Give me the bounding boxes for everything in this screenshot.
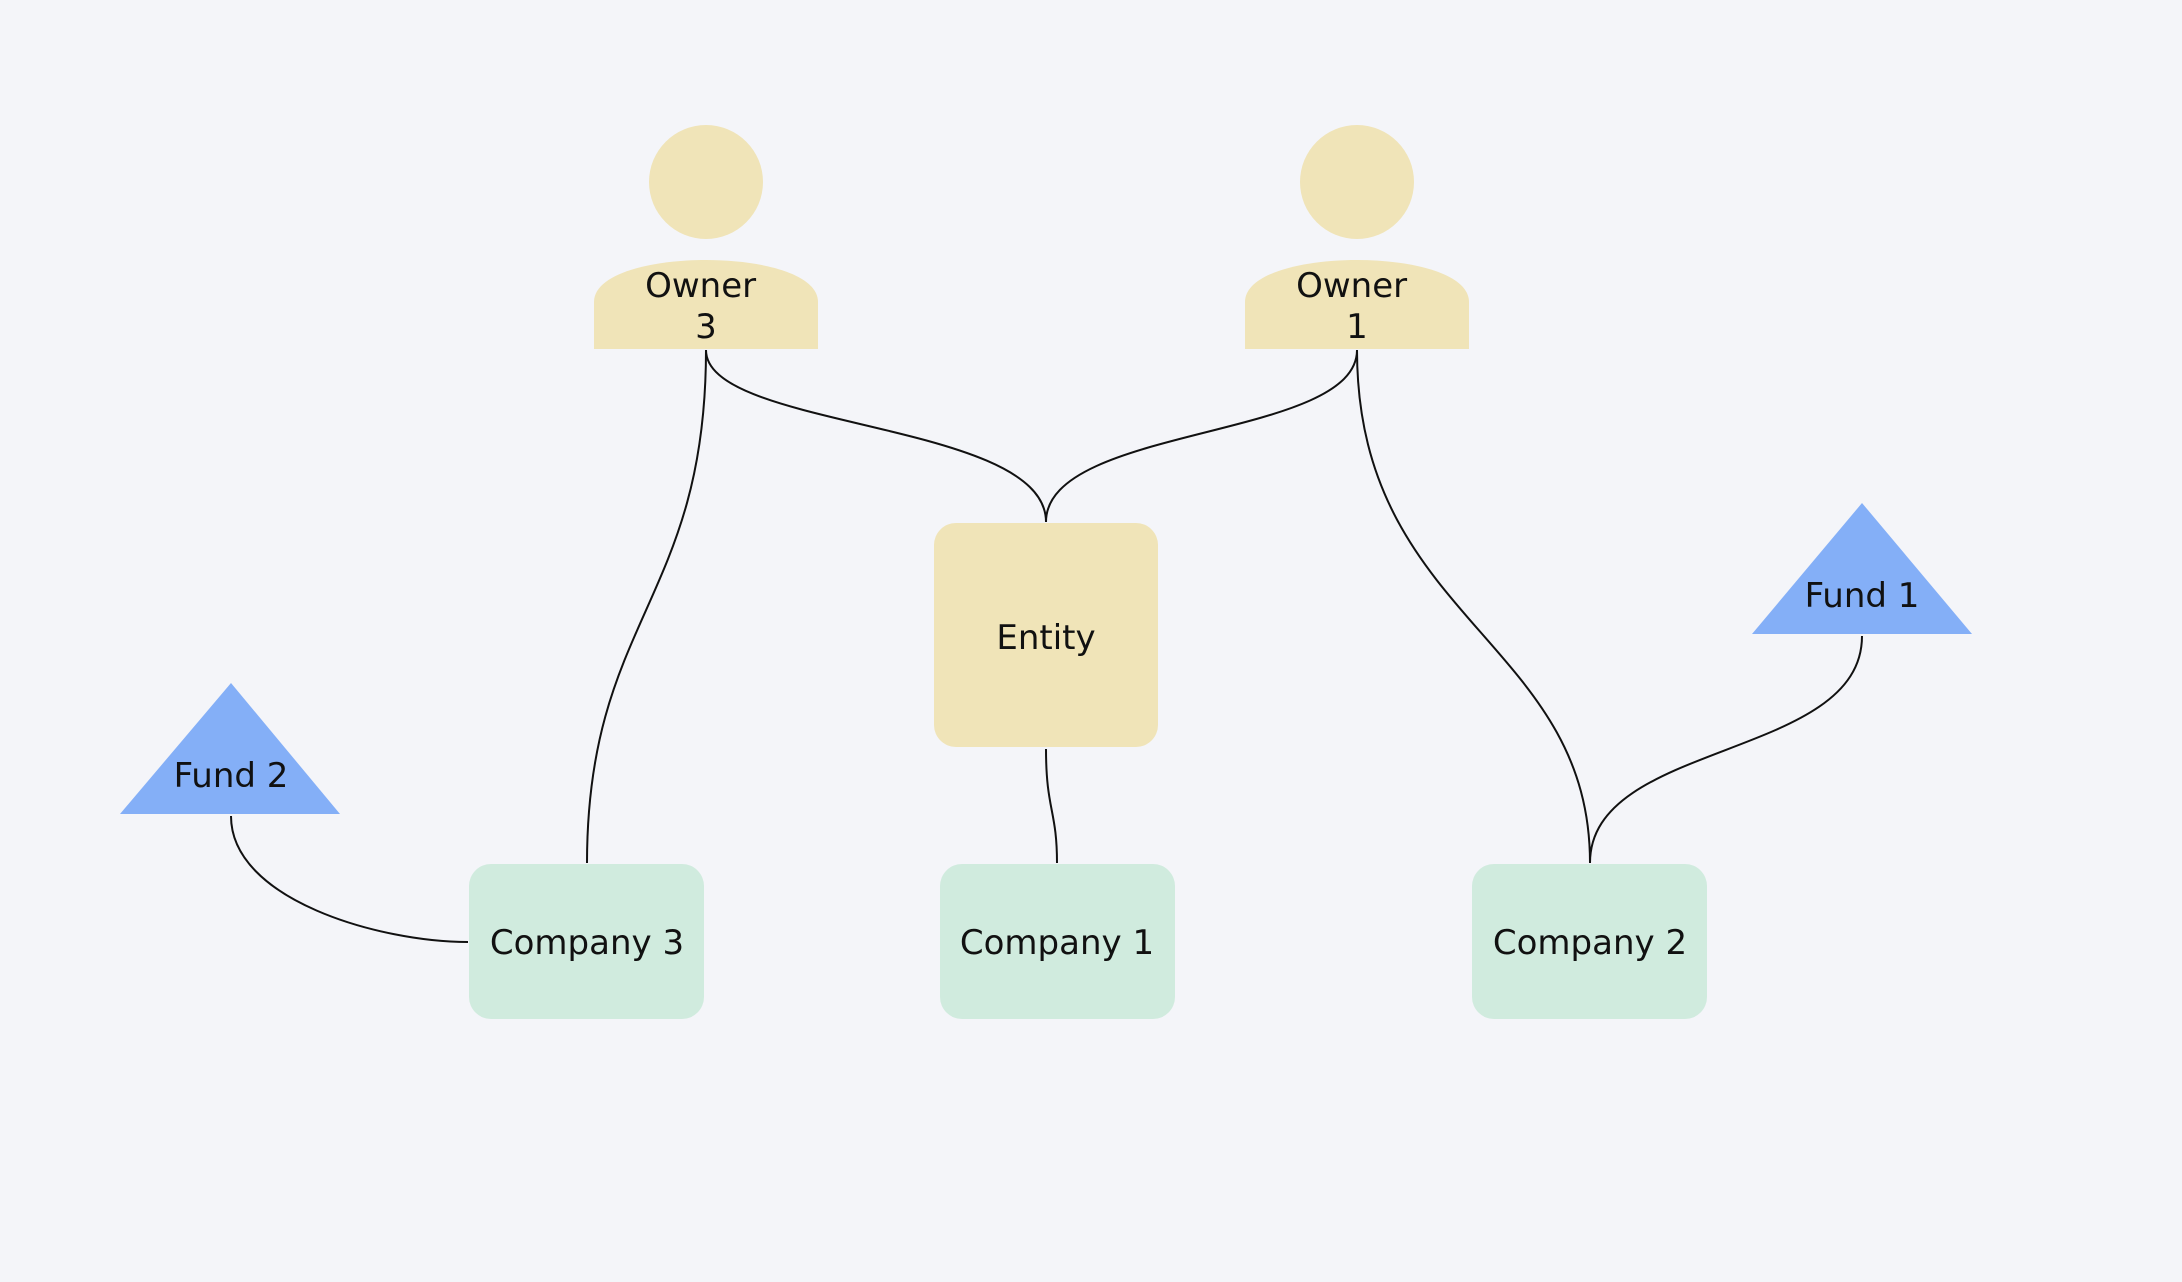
company-3-box [469, 864, 704, 1019]
edge-owner-1-to-entity[interactable] [1045, 349, 1358, 523]
owner-1-label: Owner 1 [1296, 266, 1418, 347]
person-head-icon [1300, 125, 1414, 239]
edge-owner-3-to-entity[interactable] [705, 349, 1047, 523]
owner-1-label-line2: 1 [1346, 307, 1368, 347]
owner-1-node[interactable]: Owner 1 [1245, 125, 1469, 349]
fund-2-label: Fund 2 [174, 756, 289, 796]
fund-2-node[interactable]: Fund 2 [120, 683, 340, 814]
owner-3-node[interactable]: Owner 3 [594, 125, 818, 349]
person-body-icon [594, 260, 818, 349]
company-1-box [940, 864, 1175, 1019]
owner-3-label: Owner 3 [645, 266, 767, 347]
connectors [230, 349, 1863, 943]
edge-fund-2-to-company-3[interactable] [230, 815, 469, 943]
entity-node[interactable]: Entity [934, 523, 1158, 747]
edge-owner-3-to-company-3[interactable] [586, 349, 707, 864]
company-1-label: Company 1 [960, 923, 1154, 963]
owner-3-label-line2: 3 [695, 307, 717, 347]
company-2-box [1472, 864, 1707, 1019]
entity-box [934, 523, 1158, 747]
entity-label: Entity [996, 618, 1095, 658]
person-head-icon [649, 125, 763, 239]
triangle-icon [120, 683, 340, 814]
edge-fund-1-to-company-2[interactable] [1589, 635, 1863, 864]
fund-1-label: Fund 1 [1805, 576, 1920, 616]
edge-owner-1-to-company-2[interactable] [1356, 349, 1591, 864]
company-3-label: Company 3 [490, 923, 684, 963]
company-1-node[interactable]: Company 1 [940, 864, 1175, 1019]
company-3-node[interactable]: Company 3 [469, 864, 704, 1019]
fund-1-node[interactable]: Fund 1 [1752, 503, 1972, 634]
company-2-label: Company 2 [1493, 923, 1687, 963]
person-body-icon [1245, 260, 1469, 349]
owner-1-label-line1: Owner [1296, 266, 1407, 306]
edge-entity-to-company-1[interactable] [1045, 748, 1058, 864]
owner-3-label-line1: Owner [645, 266, 756, 306]
triangle-icon [1752, 503, 1972, 634]
company-2-node[interactable]: Company 2 [1472, 864, 1707, 1019]
